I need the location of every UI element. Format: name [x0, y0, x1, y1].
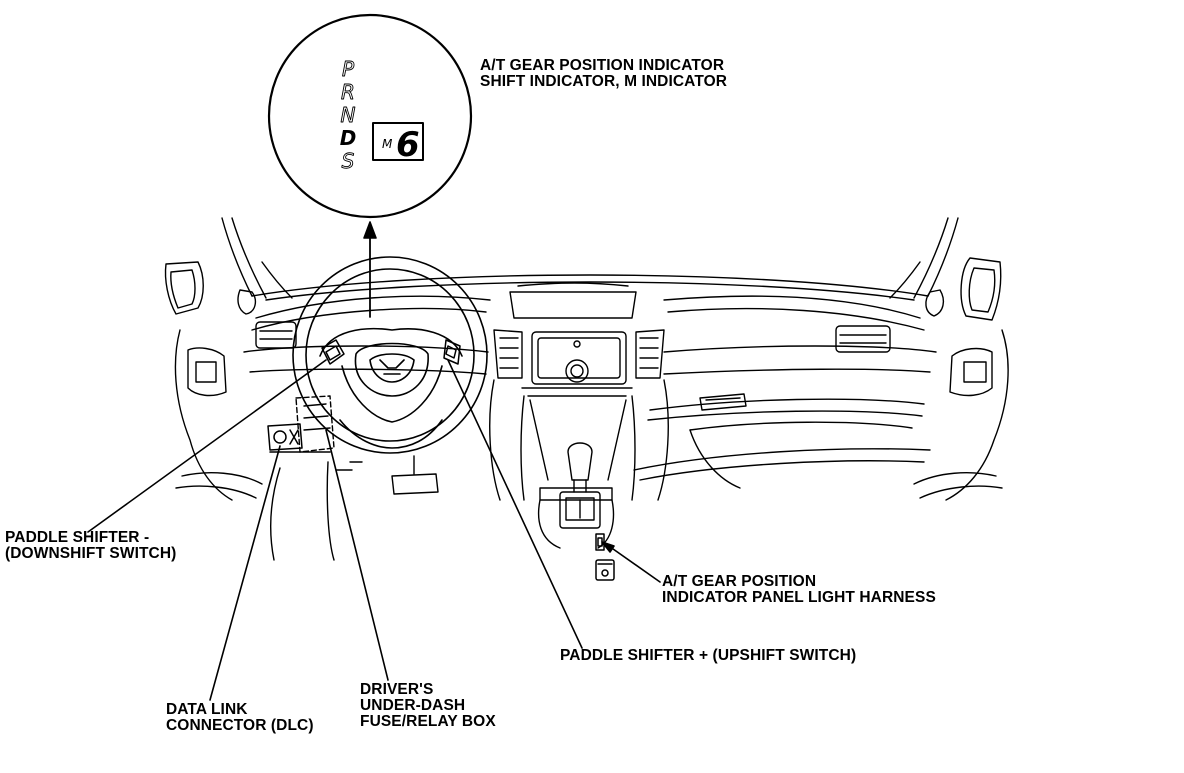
- label-panel-light-harness: A/T GEAR POSITION INDICATOR PANEL LIGHT …: [662, 574, 936, 606]
- pedals: [269, 455, 439, 561]
- windshield-frame: [221, 217, 959, 301]
- label-paddle-shifter-minus: PADDLE SHIFTER - (DOWNSHIFT SWITCH): [5, 530, 176, 562]
- label-gear-position-indicator: A/T GEAR POSITION INDICATOR SHIFT INDICA…: [480, 58, 727, 90]
- label-line: (DOWNSHIFT SWITCH): [5, 545, 177, 562]
- leader-lines: [87, 359, 661, 701]
- shift-indicator-digit: 6: [396, 125, 420, 165]
- under-dash-fuse-box: [295, 395, 335, 453]
- dashboard-body: [243, 295, 937, 489]
- label-line: DATA LINK: [166, 701, 248, 718]
- magnifier-arrow: [363, 221, 377, 318]
- left-door: [164, 261, 263, 501]
- gear-letter-p: P: [342, 57, 355, 81]
- leader-harness: [605, 543, 661, 583]
- label-line: FUSE/RELAY BOX: [360, 713, 496, 730]
- label-line: INDICATOR PANEL LIGHT HARNESS: [662, 589, 936, 606]
- leader-paddle-minus: [87, 359, 327, 533]
- gear-letter-r: R: [341, 80, 355, 104]
- paddle-shifter-plus-part: [443, 339, 461, 365]
- label-line: PADDLE SHIFTER -: [5, 529, 150, 546]
- label-fuse-relay-box: DRIVER'S UNDER-DASH FUSE/RELAY BOX: [360, 682, 496, 730]
- leader-paddle-plus: [447, 359, 583, 649]
- label-line: UNDER-DASH: [360, 697, 466, 714]
- gear-letter-d: D: [340, 126, 357, 150]
- shift-indicator-box: [372, 122, 424, 161]
- label-line: SHIFT INDICATOR, M INDICATOR: [480, 73, 728, 90]
- label-line: A/T GEAR POSITION INDICATOR: [480, 57, 725, 74]
- leader-fuse-box: [325, 429, 389, 681]
- steering-wheel: [292, 256, 488, 454]
- label-line: A/T GEAR POSITION: [662, 573, 817, 590]
- panel-light-harness-part: [595, 533, 615, 581]
- gear-letter-n: N: [341, 103, 356, 127]
- right-door: [913, 257, 1009, 501]
- gear-letter-s: S: [342, 149, 355, 173]
- m-indicator-letter: M: [382, 137, 393, 151]
- data-link-connector: [267, 423, 331, 453]
- paddle-shifter-minus-part: [321, 339, 345, 365]
- label-data-link-connector: DATA LINK CONNECTOR (DLC): [166, 702, 314, 734]
- label-line: PADDLE SHIFTER + (UPSHIFT SWITCH): [560, 647, 857, 664]
- leader-dlc: [209, 445, 281, 701]
- center-console: [489, 282, 669, 549]
- label-line: DRIVER'S: [360, 681, 434, 698]
- label-paddle-shifter-plus: PADDLE SHIFTER + (UPSHIFT SWITCH): [560, 648, 856, 664]
- label-line: CONNECTOR (DLC): [166, 717, 314, 734]
